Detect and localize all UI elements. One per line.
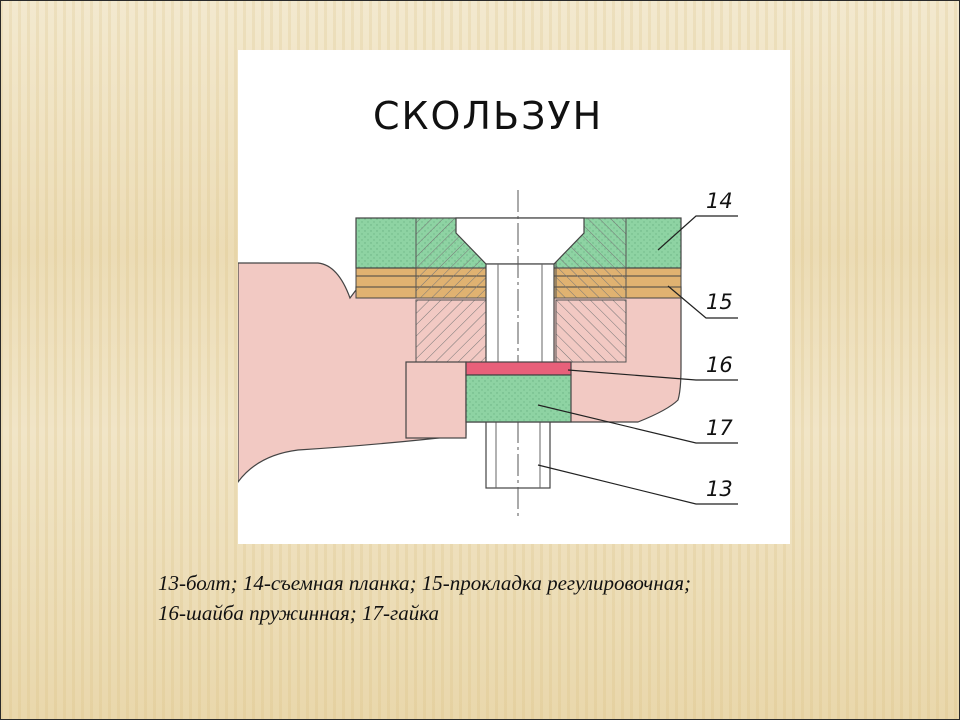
spring-washer (465, 361, 572, 376)
leader-line-16 (567, 369, 738, 381)
callout-16: 16 (706, 353, 733, 377)
leader-lines (537, 215, 738, 505)
lower-block (405, 361, 467, 439)
callout-17: 17 (706, 416, 733, 440)
diagram-title: СКОЛЬЗУН (373, 94, 604, 138)
leader-line-15 (667, 285, 738, 319)
nut-texture (466, 375, 571, 422)
caption: 13-болт; 14-съемная планка; 15-прокладка… (158, 568, 918, 628)
caption-line-2: 16-шайба пружинная; 17-гайка (158, 601, 440, 625)
bolt-shank (485, 263, 555, 365)
leader-line-17 (537, 404, 738, 444)
callout-14: 14 (706, 189, 733, 213)
leader-line-14 (657, 215, 738, 251)
caption-line-1: 13-болт; 14-съемная планка; 15-прокладка… (158, 571, 691, 595)
shim-hatched-zone (555, 267, 627, 299)
callout-13: 13 (706, 477, 733, 501)
bore-wall-left (415, 299, 487, 363)
leader-line-13 (537, 464, 738, 505)
bore-wall-right (555, 299, 627, 363)
slider-diagram: 14 15 16 17 13 (238, 189, 738, 520)
shim-hatched-zone (415, 267, 487, 299)
callout-15: 15 (706, 290, 733, 314)
